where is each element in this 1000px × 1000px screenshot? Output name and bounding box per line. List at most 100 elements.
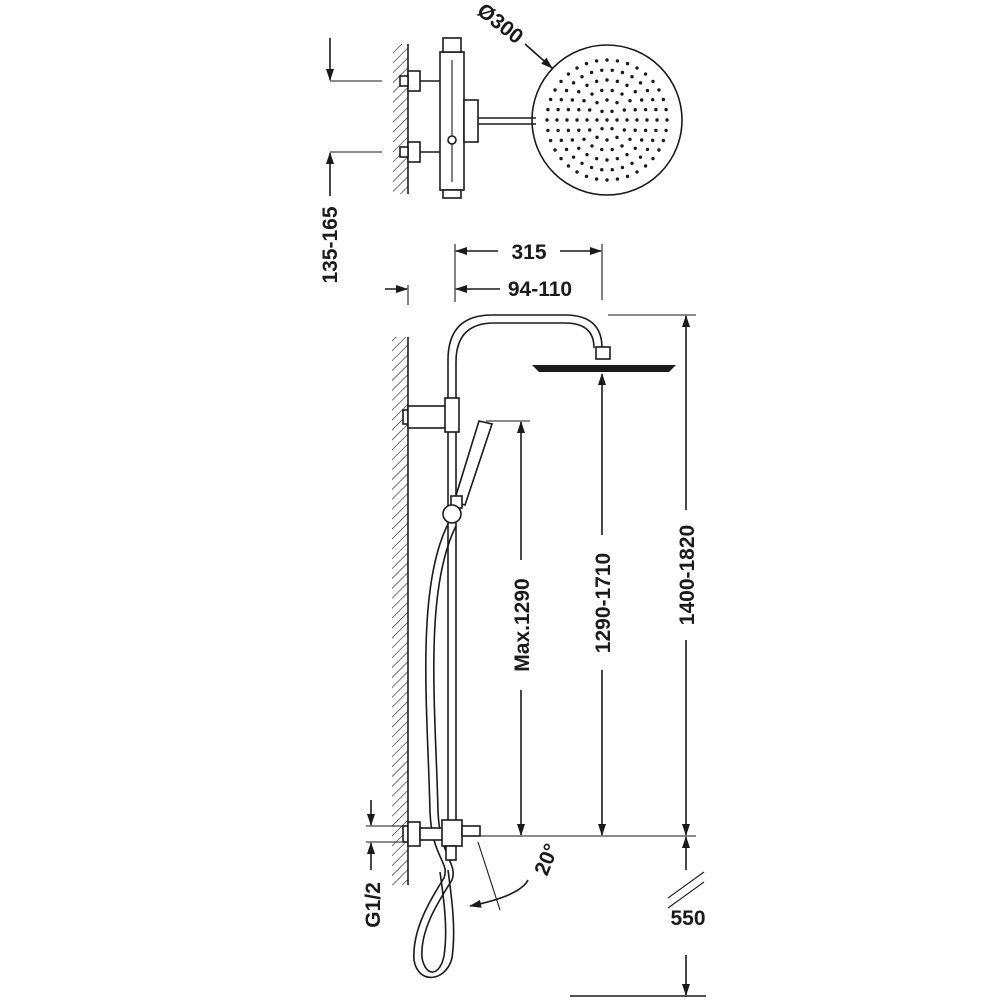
dim-hand-max: Max.1290 [511,578,534,671]
nozzle-dot [585,83,589,88]
nozzle-dot [594,177,599,181]
nozzle-dot [643,72,648,76]
dim-head-height: 1290-1710 [592,553,615,653]
arm-connector-top [463,99,479,143]
nozzle-dot [546,107,550,112]
dim-inlet-spacing: 135-165 [319,206,342,283]
nozzle-dot [633,128,637,132]
nozzle-dot [595,118,599,122]
nozzle-dot [580,75,584,79]
nozzle-dot [635,170,639,174]
nozzle-dot [605,178,609,182]
nozzle-dot [566,164,571,168]
thermostat-body [439,37,465,199]
nozzle-dot [559,97,564,102]
nozzle-dot [566,107,571,112]
nozzle-dot [610,147,614,152]
nozzle-dot [665,118,669,122]
nozzle-dot [575,170,579,174]
nozzle-dot [657,148,661,152]
nozzle-dot [620,165,625,170]
nozzle-dot [545,118,549,122]
nozzle-dot [643,128,648,133]
nozzle-dot [643,107,648,112]
wall-bracket [402,397,460,433]
nozzle-dot [595,135,599,140]
nozzle-dot [639,138,644,142]
nozzle-dot [645,88,650,93]
nozzle-dot [615,156,620,161]
nozzle-dot [564,147,569,152]
nozzle-dot [570,98,575,102]
nozzle-dot [582,137,586,141]
nozzle-dot [605,118,609,122]
shower-hose [413,523,457,979]
shower-head-side [532,346,676,372]
wall-connector-upper [399,70,440,92]
nozzle-dot [643,164,648,168]
dim-wall-distance: 94-110 [508,278,572,301]
nozzle-dot [651,156,655,161]
dim-height-range: 1400-1820 [676,525,699,625]
nozzle-dot [559,138,564,143]
mixer-valve [402,819,481,861]
nozzle-dot [615,79,620,84]
nozzle-dot [654,128,658,133]
shower-head-nozzles [545,58,669,182]
nozzle-dot [577,146,581,150]
nozzle-dot [577,90,581,94]
nozzle-dot [600,126,604,131]
nozzle-dot [610,126,614,131]
nozzle-dot [548,138,553,143]
nozzle-dot [630,161,634,165]
nozzle-dot [594,79,599,84]
nozzle-dot [555,118,559,122]
front-view: 315 94-110 1400-1820 1290-1710 Max.1290 … [362,241,706,997]
nozzle-dot [610,109,614,114]
nozzle-dot [645,147,650,152]
dim-mixer-height: 550 [670,907,705,930]
nozzle-dot [582,99,586,103]
nozzle-dot [575,66,579,70]
nozzle-dot [630,75,634,79]
nozzle-dot [589,165,594,170]
nozzle-dot [600,109,604,114]
nozzle-dot [633,108,637,112]
dim-angle: 20° [530,841,563,879]
nozzle-dot [654,107,658,112]
nozzle-dot [580,161,584,165]
nozzle-dot [625,174,630,179]
nozzle-dot [594,156,599,161]
nozzle-dot [650,97,655,102]
nozzle-dot [600,88,604,93]
nozzle-dot [615,177,620,181]
nozzle-dot [570,138,575,142]
nozzle-dot [605,58,609,62]
nozzle-dot [600,168,604,172]
nozzle-dot [655,118,659,122]
nozzle-dot [553,88,557,92]
nozzle-dot [605,98,609,102]
nozzle-dot [633,146,637,150]
nozzle-dot [605,78,609,82]
nozzle-dot [622,108,627,112]
wall-hatch-front [392,337,408,885]
nozzle-dot [584,174,589,179]
nozzle-dot [587,128,592,132]
nozzle-dot [615,59,620,63]
nozzle-dot [645,118,649,122]
nozzle-dot [585,118,589,122]
wall-connector-lower [399,141,440,163]
nozzle-dot [600,147,604,152]
nozzle-dot [610,168,614,172]
hand-shower [442,420,494,524]
nozzle-dot [564,88,569,93]
nozzle-dot [556,128,560,133]
nozzle-dot [625,83,629,88]
nozzle-dot [605,138,609,142]
dim-head-diameter: Ø300 [473,0,528,49]
nozzle-dot [585,152,589,157]
nozzle-dot [635,66,639,70]
nozzle-dot [620,144,624,148]
